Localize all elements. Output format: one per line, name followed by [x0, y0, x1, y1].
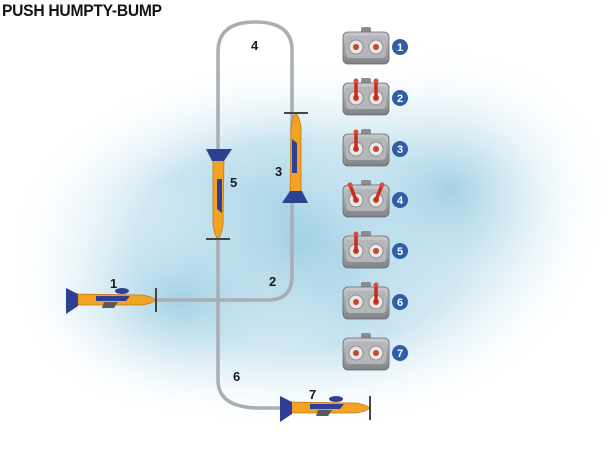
stick-knob	[373, 282, 379, 288]
stick-knob	[353, 78, 359, 84]
step-badge	[392, 294, 408, 310]
step-label-3: 3	[275, 164, 282, 179]
transmitter-5: 5	[342, 230, 408, 269]
control-stick	[374, 183, 384, 202]
flight-path	[154, 20, 294, 410]
step-badge-label: 6	[397, 297, 403, 309]
step-badge-label: 3	[397, 144, 403, 156]
step-badge	[392, 90, 408, 106]
transmitter-6: 6	[342, 281, 408, 320]
stick-knob	[353, 231, 359, 237]
step-label-5: 5	[230, 175, 237, 190]
stick-knob	[353, 129, 359, 135]
page-title: PUSH HUMPTY-BUMP	[2, 1, 162, 20]
step-badge	[392, 192, 408, 208]
step-label-2: 2	[269, 274, 276, 289]
transmitter-4: 4	[342, 179, 408, 218]
transmitter-column: 1 2 3 4 5 6 7	[342, 26, 408, 371]
stick-knob	[373, 78, 379, 84]
stick-knob	[347, 182, 353, 188]
step-label-4: 4	[251, 38, 259, 53]
step-badge-label: 4	[397, 195, 404, 207]
step-badge-label: 5	[397, 246, 403, 258]
step-badge-label: 2	[397, 93, 403, 105]
stick-knob	[379, 182, 385, 188]
step-badge	[392, 39, 408, 55]
sky-cloud	[280, 40, 612, 340]
step-label-7: 7	[309, 387, 316, 402]
step-badge-label: 1	[397, 42, 403, 54]
step-label-6: 6	[233, 369, 240, 384]
step-badge	[392, 243, 408, 259]
transmitter-3: 3	[342, 128, 408, 167]
step-badge	[392, 345, 408, 361]
transmitter-1: 1	[342, 26, 408, 65]
transmitter-7: 7	[342, 332, 408, 371]
transmitter-2: 2	[342, 77, 408, 116]
step-label-1: 1	[110, 276, 117, 291]
step-badge-label: 7	[397, 348, 403, 360]
control-stick	[348, 183, 358, 202]
step-badge	[392, 141, 408, 157]
